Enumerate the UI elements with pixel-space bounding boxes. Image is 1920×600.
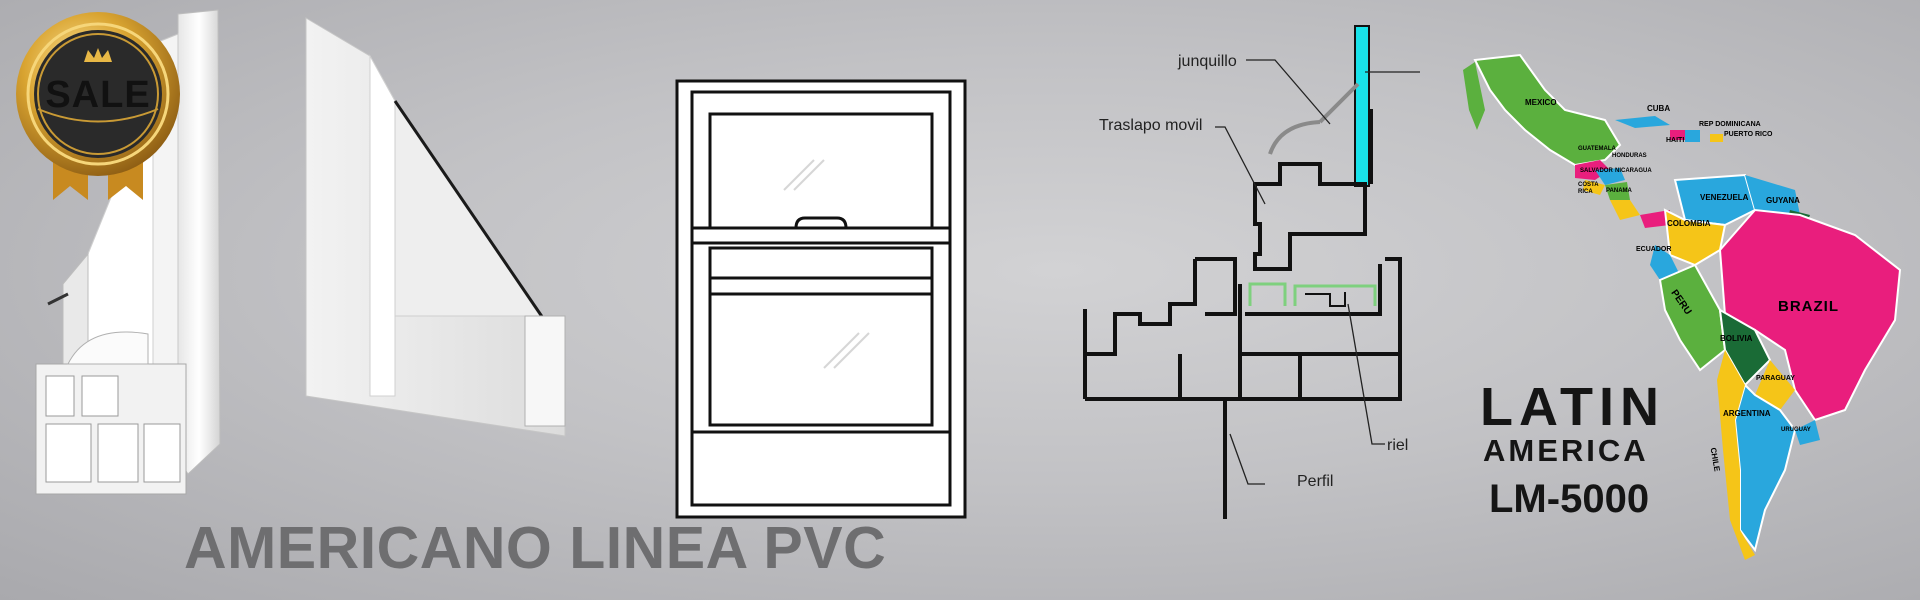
label-puerto-rico: PUERTO RICO: [1724, 131, 1773, 138]
callout-riel: riel: [1387, 437, 1409, 454]
model-number: LM-5000: [1489, 477, 1650, 521]
sale-seal-icon: [16, 12, 180, 200]
callout-traslapo-movil: Traslapo movil: [1099, 117, 1203, 134]
label-salvador: SALVADOR: [1580, 168, 1613, 174]
label-peru: PERU: [1668, 287, 1694, 318]
label-paraguay: PARAGUAY: [1756, 375, 1795, 382]
label-argentina: ARGENTINA: [1723, 409, 1771, 418]
label-nicaragua: NICARAGUA: [1615, 168, 1652, 174]
product-headline: AMERICANO LINEA PVC: [184, 515, 887, 581]
latin-america-title: LATIN: [1480, 377, 1665, 437]
latin-america-subtitle: AMERICA: [1483, 433, 1649, 468]
callout-perfil: Perfil: [1297, 473, 1334, 490]
callout-junquillo: junquillo: [1178, 53, 1237, 70]
label-panama: PANAMA: [1606, 188, 1632, 194]
label-chile: CHILE: [1708, 446, 1722, 473]
label-colombia: COLOMBIA: [1667, 219, 1711, 228]
single-hung-window-diagram: [675, 79, 967, 519]
sale-label: SALE: [45, 74, 151, 116]
label-venezuela: VENEZUELA: [1700, 193, 1749, 202]
latin-america-map: [1463, 53, 1902, 560]
pvc-corner-profile-image: [305, 17, 566, 437]
label-uruguay: URUGUAY: [1781, 427, 1811, 433]
label-cuba: CUBA: [1647, 104, 1671, 113]
label-haiti: HAITI: [1666, 137, 1685, 144]
label-guatemala: GUATEMALA: [1578, 146, 1616, 152]
label-ecuador: ECUADOR: [1636, 246, 1672, 253]
label-mexico: MEXICO: [1525, 98, 1557, 107]
pvc-window-profile-image: [35, 9, 221, 495]
label-costa-rica: COSTA RICA: [1578, 182, 1599, 195]
window-section-diagram: [1083, 25, 1420, 519]
label-bolivia: BOLIVIA: [1720, 334, 1753, 343]
label-honduras: HONDURAS: [1612, 153, 1647, 159]
label-brazil: BRAZIL: [1778, 298, 1839, 315]
label-rep-dominicana: REP DOMINICANA: [1699, 121, 1761, 128]
label-guyana: GUYANA: [1766, 196, 1800, 205]
sale-badge: SALE: [8, 4, 188, 204]
